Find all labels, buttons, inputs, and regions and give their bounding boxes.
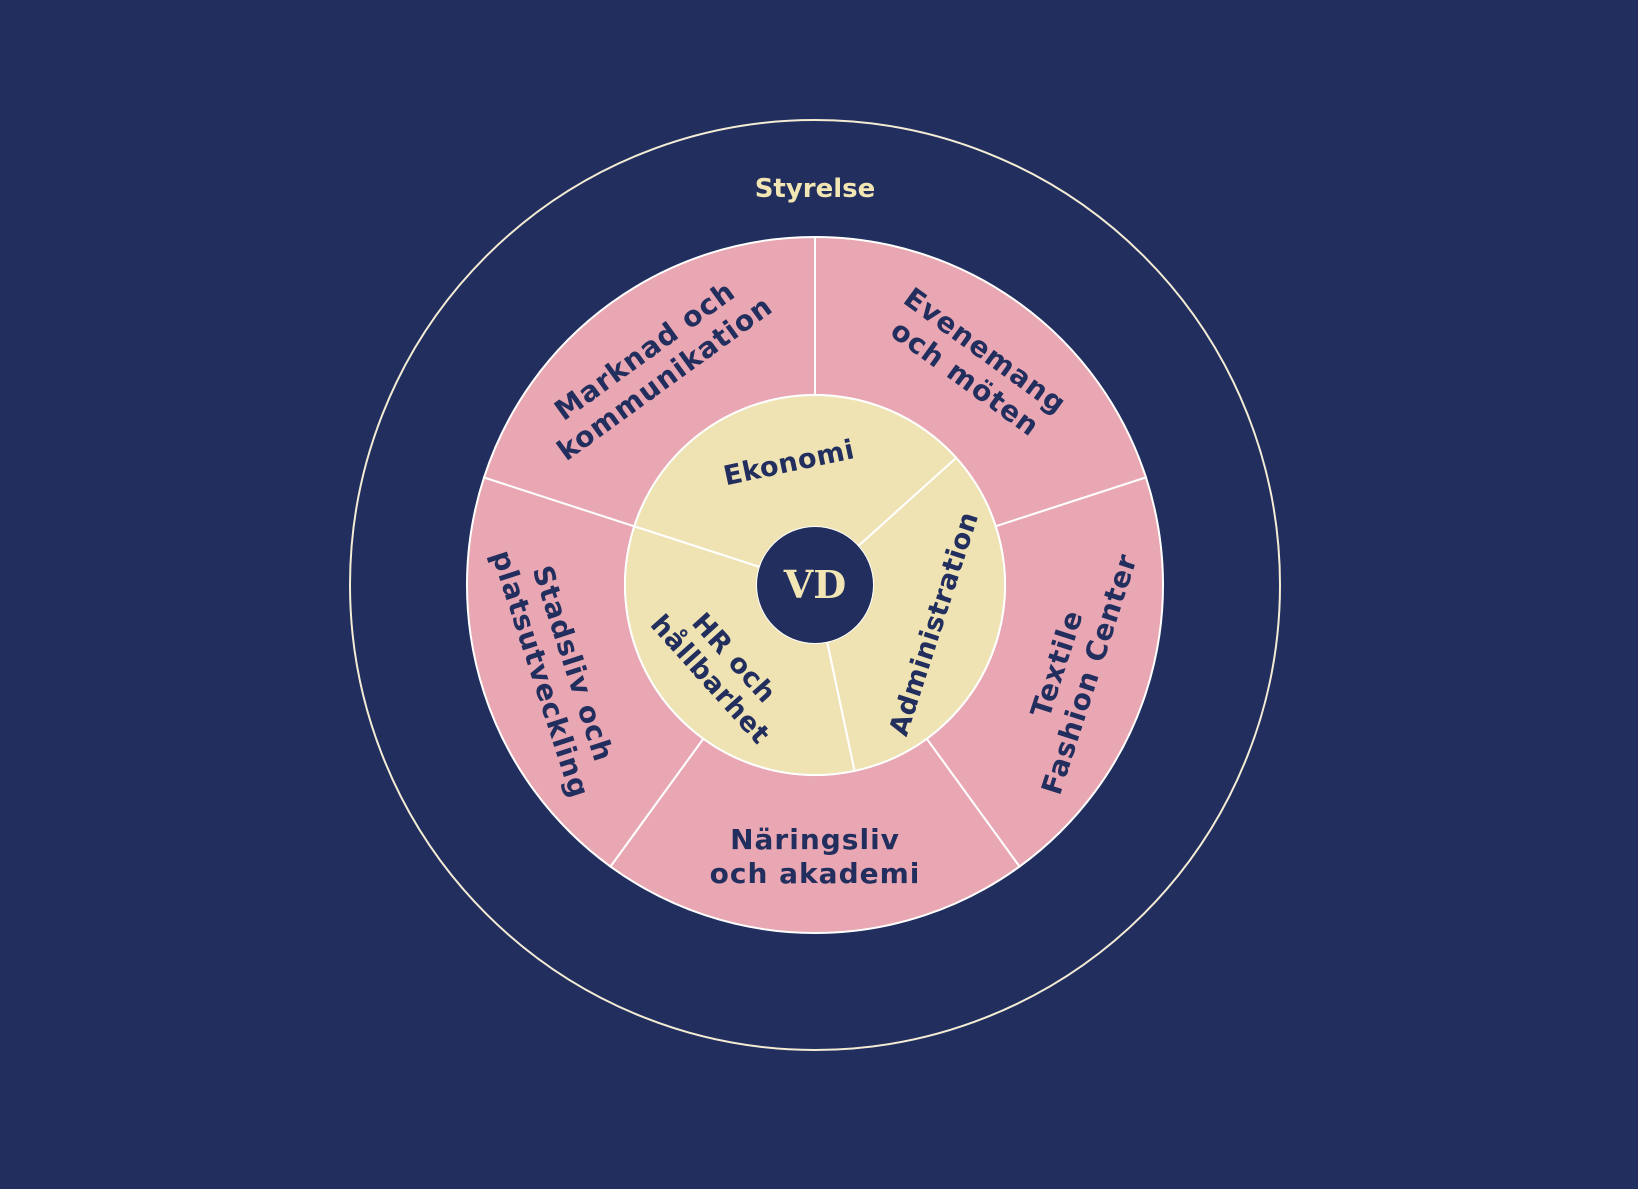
business-academy-label-line: och akademi bbox=[710, 857, 921, 890]
ceo-center-disc bbox=[757, 527, 873, 643]
board-label: Styrelse bbox=[755, 174, 876, 204]
business-academy-label-line: Näringsliv bbox=[730, 823, 900, 856]
ceo-label: VD bbox=[783, 562, 846, 607]
board-ring bbox=[349, 119, 1281, 1051]
